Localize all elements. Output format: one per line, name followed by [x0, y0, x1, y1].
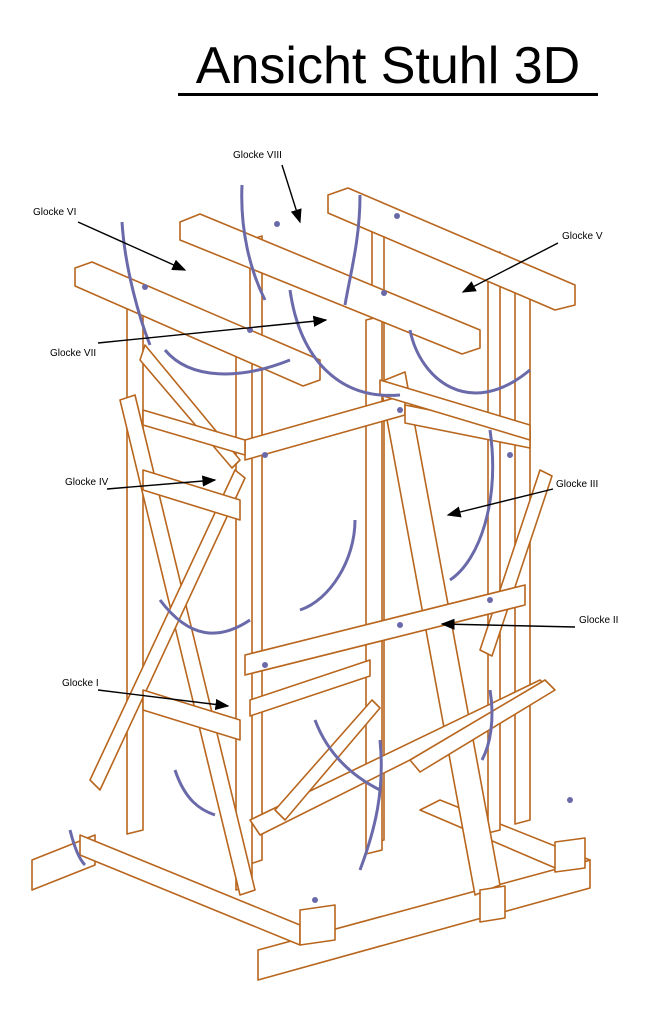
svg-text:Glocke V: Glocke V — [562, 231, 603, 242]
label-glocke-iv: Glocke IV — [65, 475, 217, 490]
label-glocke-viii: Glocke VIII — [233, 150, 302, 224]
label-glocke-vii: Glocke VII — [50, 315, 328, 359]
svg-text:Glocke IV: Glocke IV — [65, 477, 109, 488]
brace — [274, 699, 381, 821]
rail — [379, 379, 531, 441]
rail — [249, 659, 371, 717]
top-beam-left — [74, 261, 321, 387]
brace — [409, 679, 556, 773]
label-glocke-v: Glocke V — [461, 231, 603, 293]
svg-text:Glocke VII: Glocke VII — [50, 348, 96, 359]
svg-text:Glocke VIII: Glocke VIII — [233, 150, 282, 161]
rail — [142, 469, 241, 521]
label-glocke-iii: Glocke III — [446, 479, 598, 518]
bell-hangers — [68, 184, 573, 903]
top-beam-middle — [179, 213, 481, 355]
bell-labels: Glocke VIII Glocke VI Glocke V Glocke VI… — [33, 150, 618, 711]
svg-text:Glocke III: Glocke III — [556, 479, 598, 490]
label-glocke-i: Glocke I — [62, 678, 230, 711]
svg-text:Glocke II: Glocke II — [579, 615, 618, 626]
rail — [142, 689, 241, 741]
label-glocke-vi: Glocke VI — [33, 207, 187, 271]
brace — [119, 394, 256, 896]
label-glocke-ii: Glocke II — [440, 615, 618, 630]
timber-frame — [31, 187, 591, 981]
top-beam-right — [327, 187, 576, 311]
svg-text:Glocke VI: Glocke VI — [33, 207, 76, 218]
brace — [89, 469, 246, 791]
title-underline — [178, 93, 598, 96]
svg-text:Glocke I: Glocke I — [62, 678, 99, 689]
post — [126, 295, 144, 835]
base-sill-diag — [79, 834, 301, 946]
rail — [142, 409, 246, 456]
rail — [244, 584, 526, 676]
page-title: Ansicht Stuhl 3D — [195, 37, 581, 95]
brace — [379, 371, 501, 896]
